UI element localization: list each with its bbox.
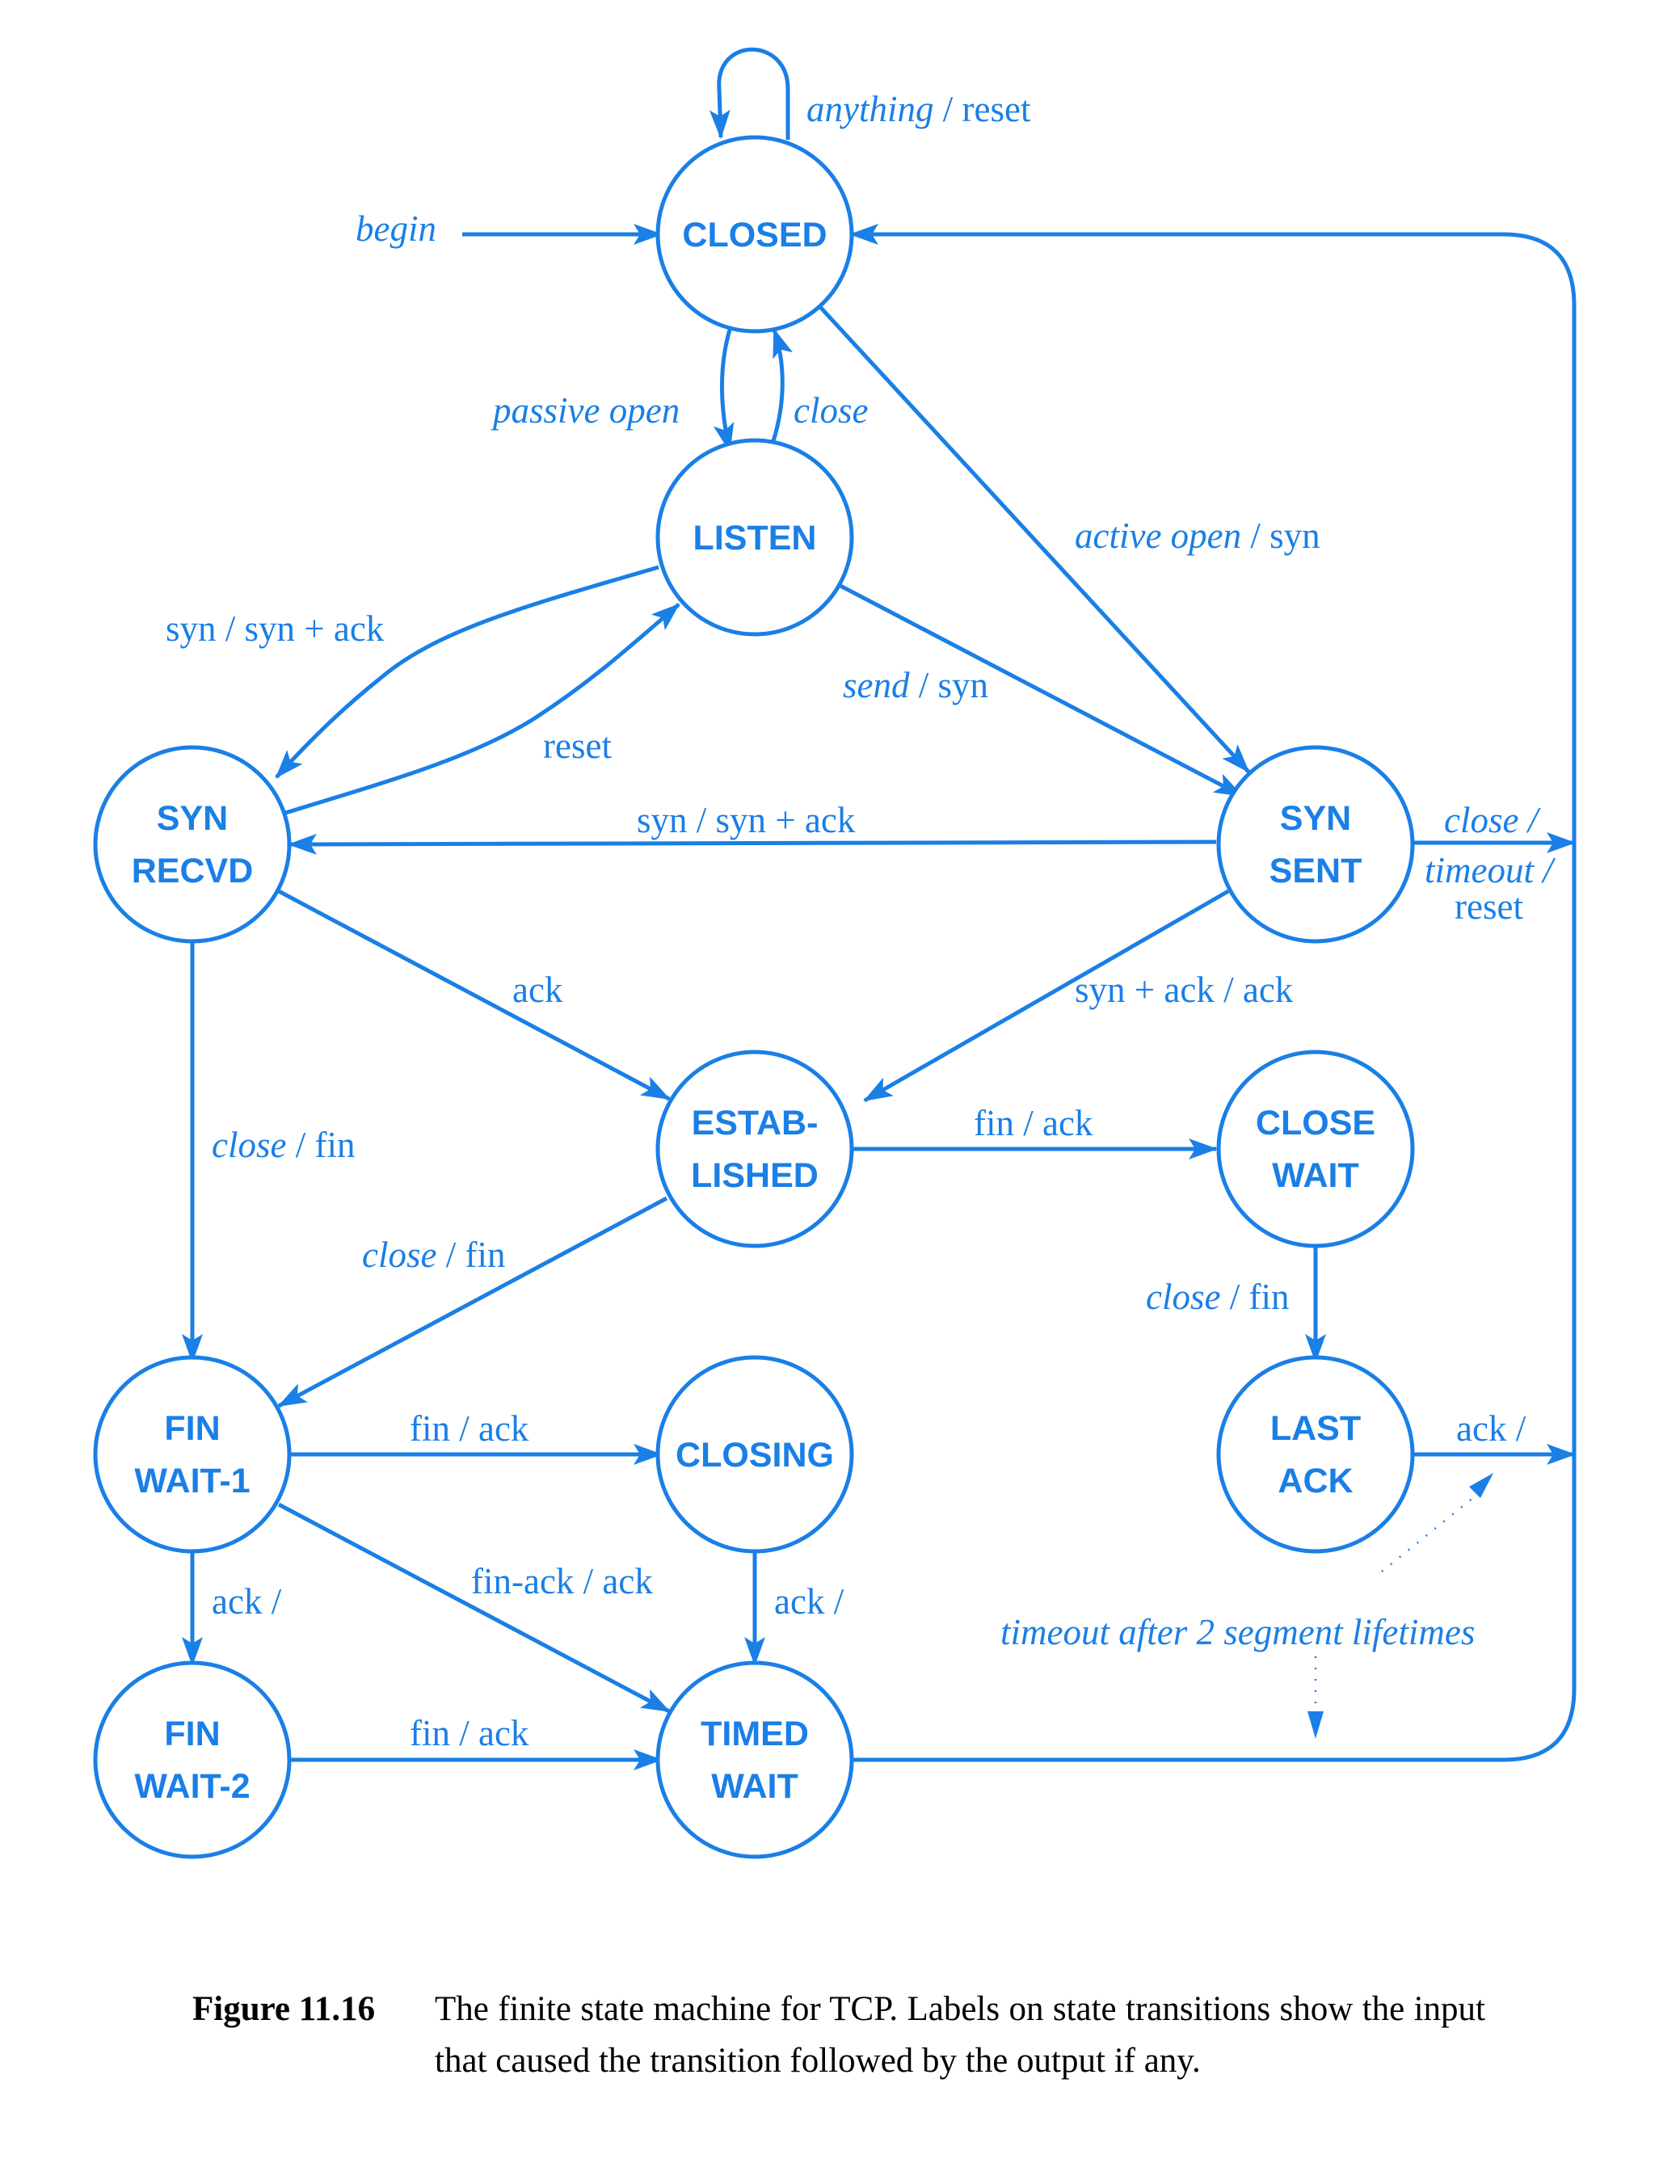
label-anything-reset: anything / reset [806, 89, 1031, 129]
label-active-open-output: syn [1269, 515, 1320, 556]
edge-synsent-synrecvd [288, 833, 1217, 855]
label-close-fin-established: close / fin [362, 1235, 505, 1275]
state-timed-wait: TIMED WAIT [655, 1660, 854, 1859]
edge-synsent-established [863, 889, 1230, 1103]
state-syn-recvd-line2: RECVD [132, 852, 254, 890]
state-fin-wait-1-line2: WAIT-1 [134, 1462, 250, 1500]
label-active-open-input: active open [1075, 515, 1241, 556]
state-close-wait-line1: CLOSE [1256, 1104, 1375, 1142]
state-fin-wait-2-line2: WAIT-2 [134, 1767, 250, 1806]
state-fin-wait-1: FIN WAIT-1 [93, 1355, 292, 1554]
state-closed-label: CLOSED [682, 216, 827, 255]
edge-established-finwait1 [277, 1196, 668, 1408]
label-close-fin-established-input: close [362, 1235, 436, 1275]
label-ack-lastack: ack / [1456, 1408, 1526, 1449]
label-close-fin-closewait-input: close [1146, 1277, 1220, 1317]
label-close-fin-recvd: close / fin [212, 1125, 355, 1165]
state-syn-sent-line2: SENT [1269, 852, 1362, 890]
label-close-slash: close / [1444, 800, 1541, 840]
edge-listen-synsent [839, 583, 1244, 798]
label-ack-recvd: ack [512, 970, 563, 1010]
state-fin-wait-1-line1: FIN [164, 1409, 220, 1448]
transition-labels: anything / reset begin passive open clos… [166, 89, 1556, 1753]
state-close-wait: CLOSE WAIT [1216, 1050, 1415, 1248]
label-active-open: active open / syn [1075, 515, 1320, 556]
label-close-timeout-2: timeout / [1425, 850, 1556, 890]
label-send-syn-output: syn [938, 665, 989, 705]
label-close-fin-established-output: fin [465, 1235, 505, 1275]
label-close-listen-input: close [794, 390, 868, 431]
state-close-wait-line2: WAIT [1272, 1156, 1358, 1195]
label-ack-wait1: ack / [212, 1581, 282, 1622]
label-close-fin-recvd-input: close [212, 1125, 286, 1165]
label-fin-ack-wait2: fin / ack [410, 1713, 529, 1753]
label-syn-synack-sent: syn / syn + ack [637, 800, 856, 840]
label-passive-open: passive open [491, 390, 680, 431]
label-close-fin-recvd-output: fin [314, 1125, 355, 1165]
label-reset-recvd: reset [543, 726, 612, 766]
label-synack-ack: syn + ack / ack [1075, 970, 1294, 1010]
state-established-line2: LISHED [691, 1156, 819, 1195]
label-syn-synack-listen: syn / syn + ack [166, 608, 385, 649]
tcp-state-diagram: CLOSED LISTEN SYN RECVD SYN SENT ESTAB- … [93, 47, 1577, 1859]
label-close-listen: close [794, 390, 868, 431]
state-syn-sent-line1: SYN [1280, 799, 1351, 838]
label-begin: begin [356, 208, 436, 249]
label-send-syn: send / syn [843, 665, 988, 705]
label-finack-ack: fin-ack / ack [471, 1561, 653, 1601]
state-listen-label: LISTEN [693, 519, 817, 558]
state-syn-sent: SYN SENT [1216, 745, 1415, 944]
state-timed-wait-line1: TIMED [701, 1715, 809, 1753]
state-last-ack-line2: ACK [1278, 1462, 1353, 1500]
state-established-line1: ESTAB- [692, 1104, 819, 1142]
label-close-fin-closewait: close / fin [1146, 1277, 1289, 1317]
state-closed: CLOSED [655, 135, 854, 334]
state-syn-recvd: SYN RECVD [93, 745, 292, 944]
timeout-arrowhead-down [1307, 1711, 1324, 1739]
label-fin-ack-wait1: fin / ack [410, 1408, 529, 1449]
edge-timedwait-closed-bus [849, 224, 1577, 1762]
caption-text: The finite state machine for TCP. Labels… [435, 1990, 1485, 2080]
state-listen: LISTEN [655, 438, 854, 637]
state-closing-label: CLOSING [676, 1436, 834, 1475]
figure-caption: Figure 11.16 The finite state machine fo… [192, 1984, 1485, 2087]
label-anything-input: anything [806, 89, 933, 129]
label-close-timeout-1: close / [1444, 800, 1541, 840]
edge-listen-synrecvd [275, 565, 659, 779]
state-closing: CLOSING [655, 1355, 854, 1554]
states: CLOSED LISTEN SYN RECVD SYN SENT ESTAB- … [93, 135, 1415, 1859]
state-fin-wait-2-line1: FIN [164, 1715, 220, 1753]
edge-closed-self-loop [709, 47, 790, 140]
label-anything-output: reset [962, 89, 1031, 129]
label-send-syn-input: send [843, 665, 910, 705]
state-timed-wait-line2: WAIT [711, 1767, 798, 1806]
edge-synrecvd-listen [282, 603, 680, 816]
state-syn-recvd-line1: SYN [157, 799, 228, 838]
transitions [182, 47, 1577, 1770]
label-begin-input: begin [356, 208, 436, 249]
state-last-ack-line1: LAST [1270, 1409, 1361, 1448]
label-timeout-2msl: timeout after 2 segment lifetimes [1000, 1612, 1475, 1652]
label-timeout-slash: timeout / [1425, 850, 1556, 890]
edge-closed-synsent [819, 305, 1250, 773]
edge-closed-listen [713, 326, 735, 452]
edge-synrecvd-established [277, 889, 671, 1101]
edge-finwait1-timedwait [277, 1502, 671, 1714]
label-close-fin-closewait-output: fin [1248, 1277, 1289, 1317]
label-close-timeout-3: reset [1455, 886, 1523, 927]
state-last-ack: LAST ACK [1216, 1355, 1415, 1554]
edge-listen-closed [770, 328, 794, 444]
state-fin-wait-2: FIN WAIT-2 [93, 1660, 292, 1859]
state-established: ESTAB- LISHED [655, 1050, 854, 1248]
timeout-arrowhead-up [1469, 1473, 1493, 1498]
label-passive-open-input: passive open [491, 390, 680, 431]
caption-label: Figure 11.16 [192, 1990, 376, 2028]
label-fin-ack-established: fin / ack [974, 1103, 1093, 1143]
label-ack-closing: ack / [774, 1581, 844, 1622]
